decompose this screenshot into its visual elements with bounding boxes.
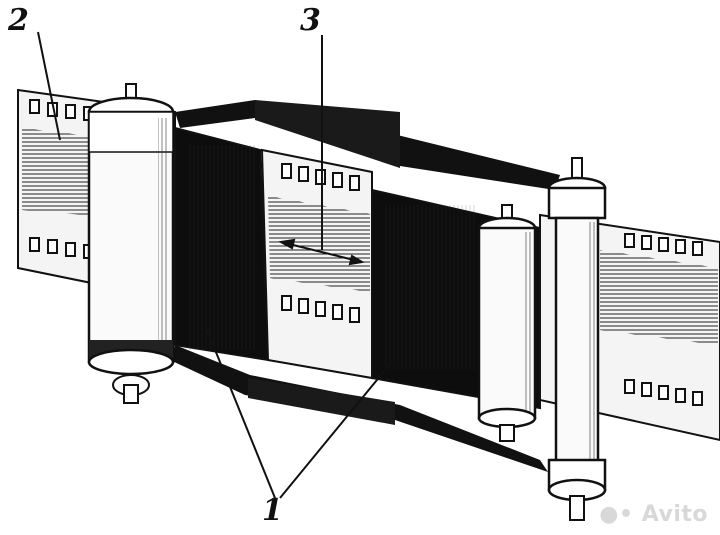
callout-label-3: 3 [300,3,321,38]
top-pressure-rail [175,100,560,190]
center-film-perforations-top [281,163,360,191]
right-film-perforations-top [624,233,703,256]
left-plate-texture [187,145,257,350]
watermark: ●• Avito [599,502,708,527]
avito-logo-icon: ●• [599,502,634,527]
center-film-frame [260,148,373,380]
right-roller [547,157,607,521]
callout-label-2: 2 [8,3,29,38]
left-roller [87,83,175,404]
leader-lines [37,31,396,499]
right-plate-texture [385,205,475,370]
motion-arrow [277,238,365,266]
center-film-perforations-bottom [281,295,360,323]
callout-label-1: 1 [262,493,283,528]
right-film-perforations-bottom [624,379,703,406]
bottom-pressure-rail [170,345,548,472]
middle-roller [477,204,537,442]
watermark-text: Avito [641,502,708,527]
